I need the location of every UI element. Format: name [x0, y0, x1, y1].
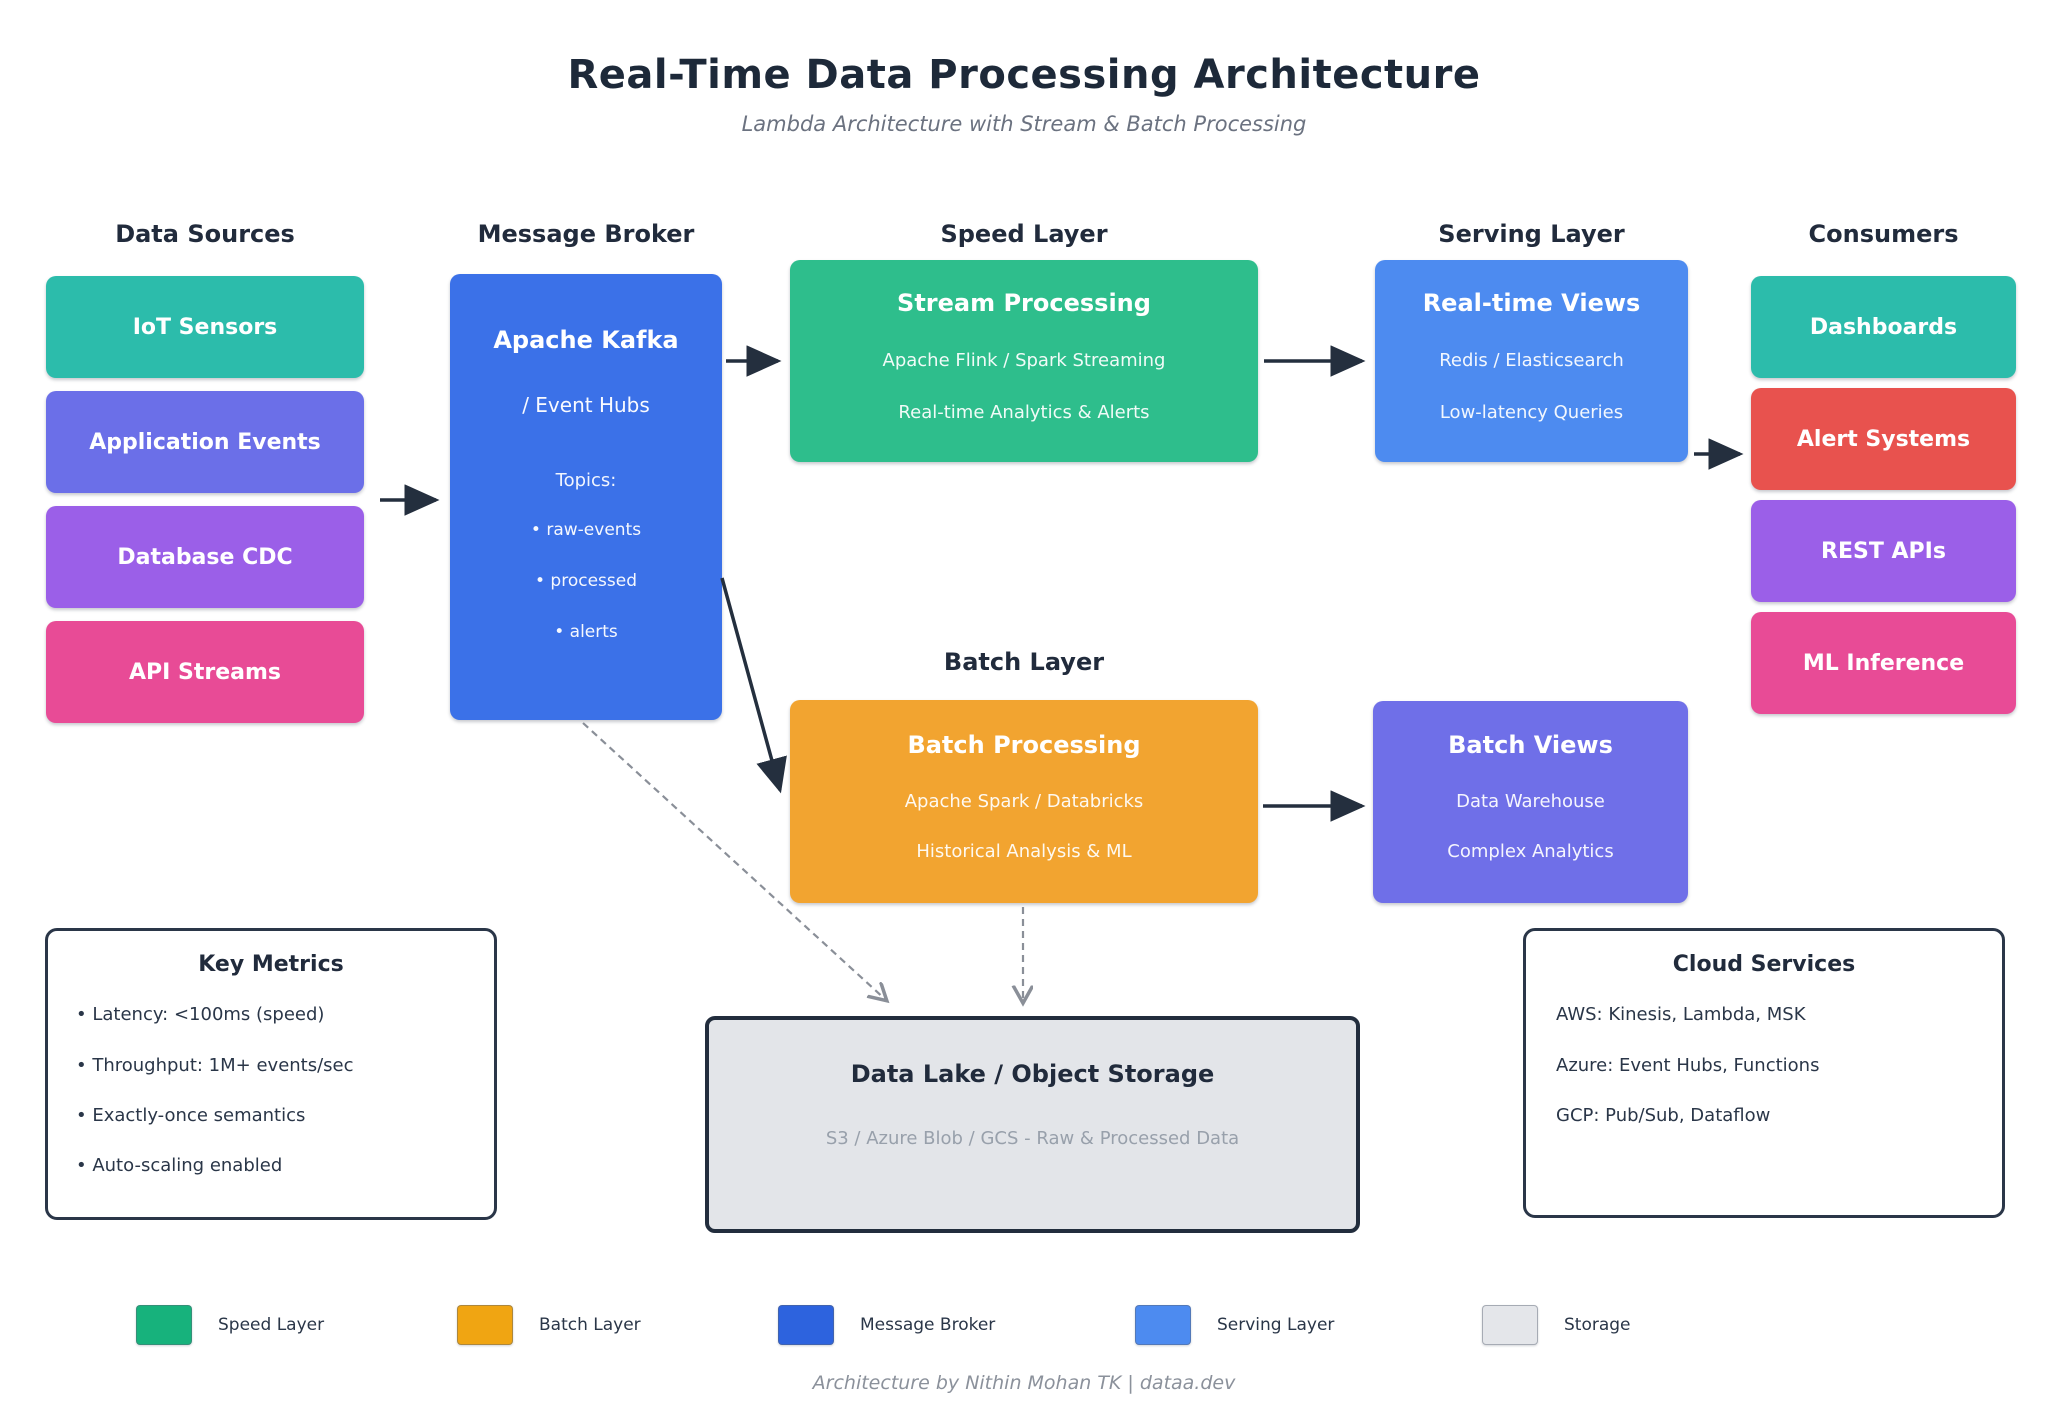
key-metric-latency: • Latency: <100ms (speed): [76, 1004, 325, 1025]
cloud-services-title: Cloud Services: [1672, 952, 1856, 977]
key-metrics-title: Key Metrics: [198, 952, 344, 977]
cloud-service-azure: Azure: Event Hubs, Functions: [1556, 1055, 1820, 1076]
node-label: Alert Systems: [1796, 426, 1971, 452]
node-label: IoT Sensors: [132, 314, 278, 340]
stream-processing-line2: Real-time Analytics & Alerts: [898, 402, 1150, 423]
legend-label: Speed Layer: [218, 1315, 325, 1335]
node-realtime-views: [1375, 260, 1688, 462]
batch-views-line1: Data Warehouse: [1456, 791, 1605, 812]
footer-credit: Architecture by Nithin Mohan TK | dataa.…: [812, 1372, 1236, 1394]
cloud-services-panel: [1523, 928, 2005, 1218]
batch-processing-line2: Historical Analysis & ML: [916, 841, 1132, 862]
legend-swatch-serving-layer: [1135, 1305, 1191, 1345]
kafka-topic-raw-events: • raw-events: [530, 520, 642, 540]
node-data-lake: [705, 1016, 1360, 1233]
kafka-topic-processed: • processed: [534, 571, 637, 591]
node-label: ML Inference: [1802, 650, 1965, 676]
legend-item-message-broker: Message Broker: [778, 1305, 995, 1345]
node-label: REST APIs: [1821, 538, 1946, 564]
kafka-topic-alerts: • alerts: [554, 622, 618, 642]
legend-label: Storage: [1564, 1315, 1631, 1335]
arrow-broker-to-batch: [720, 577, 787, 794]
batch-views-line2: Complex Analytics: [1447, 841, 1614, 862]
legend-label: Batch Layer: [539, 1315, 641, 1335]
node-database-cdc: Database CDC: [46, 506, 364, 608]
realtime-views-line2: Low-latency Queries: [1439, 402, 1624, 423]
legend-item-speed-layer: Speed Layer: [136, 1305, 324, 1345]
header-serving-layer: Serving Layer: [1438, 220, 1625, 248]
node-message-broker-kafka: [450, 274, 722, 720]
key-metric-autoscaling: • Auto-scaling enabled: [76, 1155, 283, 1176]
legend-swatch-storage: [1482, 1305, 1538, 1345]
stream-processing-title: Stream Processing: [897, 289, 1151, 317]
node-dashboards: Dashboards: [1751, 276, 2016, 378]
node-label: Application Events: [89, 429, 321, 455]
header-consumers: Consumers: [1808, 220, 1959, 248]
header-message-broker: Message Broker: [477, 220, 695, 248]
node-label: API Streams: [129, 659, 281, 685]
node-application-events: Application Events: [46, 391, 364, 493]
node-label: Database CDC: [117, 544, 293, 570]
batch-processing-title: Batch Processing: [907, 731, 1141, 759]
legend-swatch-speed-layer: [136, 1305, 192, 1345]
legend-label: Serving Layer: [1217, 1315, 1335, 1335]
key-metric-semantics: • Exactly-once semantics: [76, 1105, 306, 1126]
kafka-subtitle: / Event Hubs: [522, 393, 650, 417]
page-subtitle: Lambda Architecture with Stream & Batch …: [741, 112, 1307, 136]
legend-item-serving-layer: Serving Layer: [1135, 1305, 1334, 1345]
node-label: Dashboards: [1809, 314, 1958, 340]
node-alert-systems: Alert Systems: [1751, 388, 2016, 490]
kafka-title: Apache Kafka: [493, 326, 679, 354]
legend-item-batch-layer: Batch Layer: [457, 1305, 641, 1345]
legend-swatch-batch-layer: [457, 1305, 513, 1345]
node-api-streams: API Streams: [46, 621, 364, 723]
node-rest-apis: REST APIs: [1751, 500, 2016, 602]
key-metric-throughput: • Throughput: 1M+ events/sec: [76, 1055, 354, 1076]
batch-processing-line1: Apache Spark / Databricks: [904, 791, 1144, 812]
key-metrics-panel: [45, 928, 497, 1220]
realtime-views-title: Real-time Views: [1422, 289, 1641, 317]
header-data-sources: Data Sources: [115, 220, 295, 248]
batch-views-title: Batch Views: [1448, 731, 1613, 759]
stream-processing-line1: Apache Flink / Spark Streaming: [882, 350, 1166, 371]
data-lake-title: Data Lake / Object Storage: [850, 1060, 1215, 1088]
cloud-service-aws: AWS: Kinesis, Lambda, MSK: [1556, 1004, 1806, 1025]
node-stream-processing: [790, 260, 1258, 462]
data-lake-subtitle: S3 / Azure Blob / GCS - Raw & Processed …: [825, 1128, 1240, 1149]
cloud-service-gcp: GCP: Pub/Sub, Dataflow: [1556, 1105, 1771, 1126]
node-iot-sensors: IoT Sensors: [46, 276, 364, 378]
legend-item-storage: Storage: [1482, 1305, 1631, 1345]
page-title: Real-Time Data Processing Architecture: [567, 52, 1481, 98]
node-ml-inference: ML Inference: [1751, 612, 2016, 714]
header-batch-layer: Batch Layer: [943, 648, 1105, 676]
legend-swatch-message-broker: [778, 1305, 834, 1345]
header-speed-layer: Speed Layer: [940, 220, 1108, 248]
kafka-topics-label: Topics:: [555, 470, 617, 491]
legend-label: Message Broker: [860, 1315, 996, 1335]
realtime-views-line1: Redis / Elasticsearch: [1439, 350, 1624, 371]
node-batch-views: [1373, 701, 1688, 903]
